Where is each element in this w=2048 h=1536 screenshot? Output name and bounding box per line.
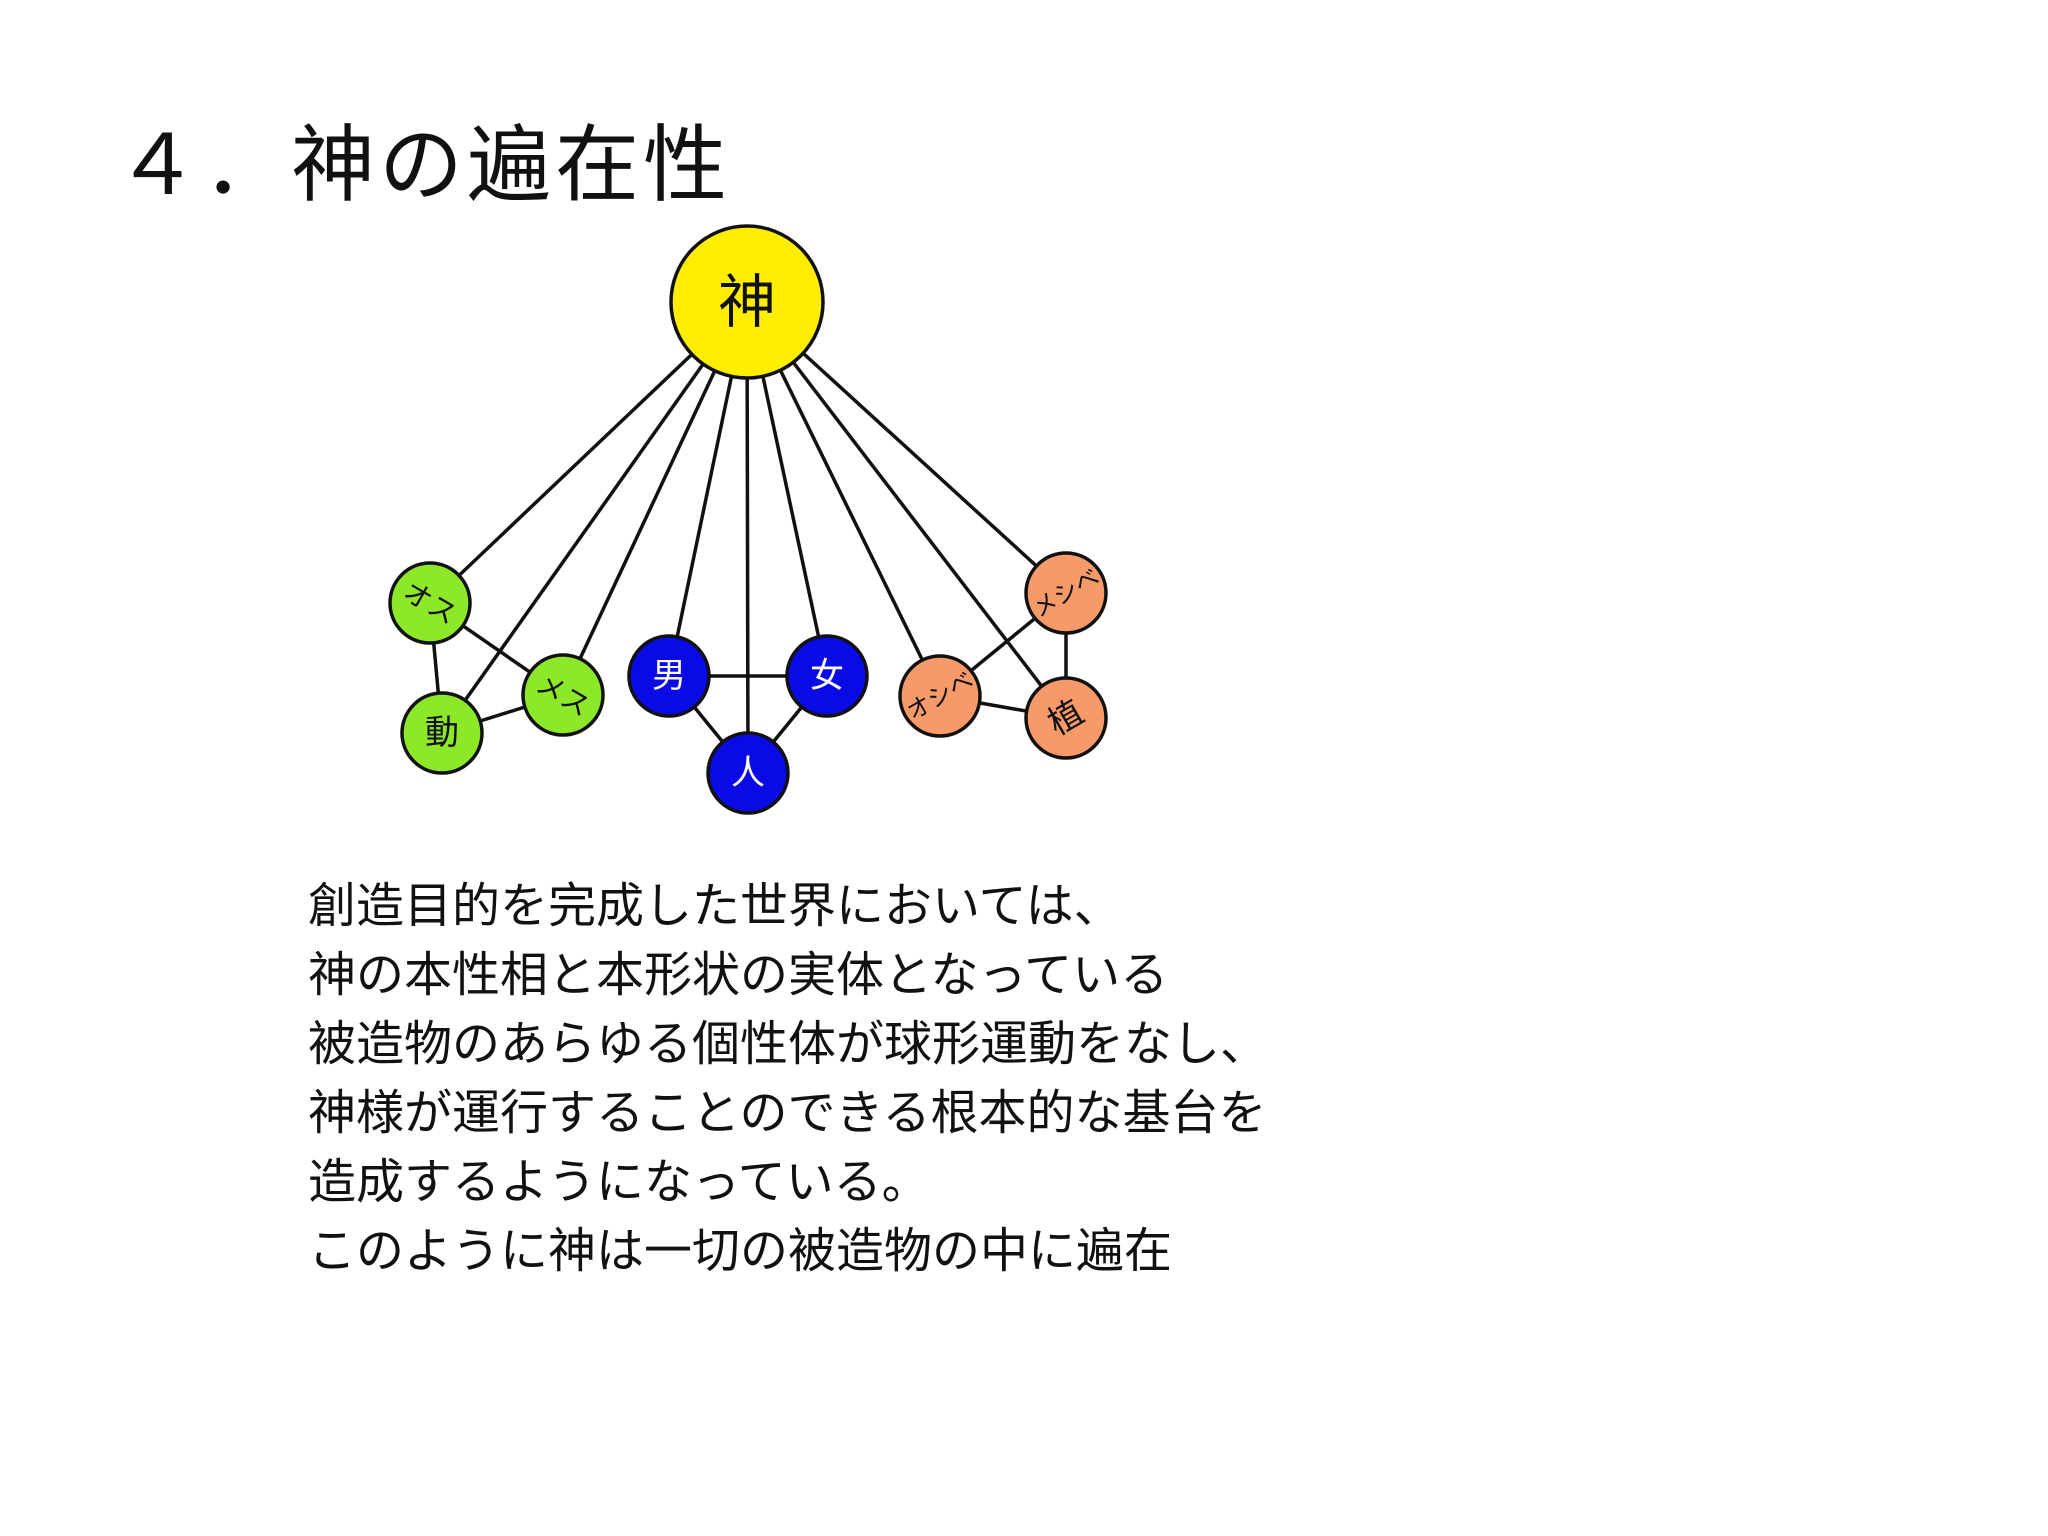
node-circle-plant-male bbox=[898, 654, 982, 738]
node-label-animal: 動 bbox=[425, 713, 459, 753]
node-circle-woman bbox=[785, 634, 869, 718]
edge-god-plant bbox=[745, 300, 1068, 720]
node-animal-male: オス bbox=[388, 561, 472, 645]
edge-god-animal bbox=[440, 300, 749, 735]
node-human: 人 bbox=[706, 731, 790, 815]
node-label-man: 男 bbox=[652, 656, 686, 696]
body-line: 被造物のあらゆる個性体が球形運動をなし、 bbox=[308, 1016, 1269, 1072]
node-animal: 動 bbox=[400, 691, 484, 775]
node-circle-human bbox=[706, 731, 790, 815]
node-circle-animal-male bbox=[388, 561, 472, 645]
node-circle-man bbox=[627, 634, 711, 718]
node-circle-animal-female bbox=[521, 653, 605, 737]
node-plant-male: オシベ bbox=[898, 654, 982, 738]
edge-god-human bbox=[745, 301, 750, 774]
node-label-human: 人 bbox=[731, 753, 765, 793]
body-line: 神様が運行することのできる根本的な基台を bbox=[308, 1085, 1267, 1141]
node-label-god: 神 bbox=[718, 268, 776, 336]
node-label-woman: 女 bbox=[810, 656, 844, 696]
node-woman: 女 bbox=[785, 634, 869, 718]
body-line: 創造目的を完成した世界においては、 bbox=[308, 878, 1122, 934]
node-plant: 植 bbox=[1024, 676, 1108, 760]
body-line: 造成するようになっている。 bbox=[308, 1154, 930, 1210]
body-text: 創造目的を完成した世界においては、 神の本性相と本形状の実体となっている 被造物… bbox=[308, 872, 1268, 1286]
node-animal-female: メス bbox=[521, 653, 605, 737]
node-circle-plant-female bbox=[1024, 551, 1108, 635]
node-plant-female: メシベ bbox=[1024, 551, 1108, 635]
node-circle-god bbox=[669, 224, 825, 380]
node-man: 男 bbox=[627, 634, 711, 718]
body-line: 神の本性相と本形状の実体となっている bbox=[308, 947, 1169, 1003]
node-circle-animal bbox=[400, 691, 484, 775]
node-god: 神 bbox=[669, 224, 825, 380]
slide-title: ４．神の遍在性 bbox=[115, 116, 732, 214]
body-line: このように神は一切の被造物の中に遍在 bbox=[308, 1223, 1173, 1279]
node-circle-plant bbox=[1024, 676, 1108, 760]
